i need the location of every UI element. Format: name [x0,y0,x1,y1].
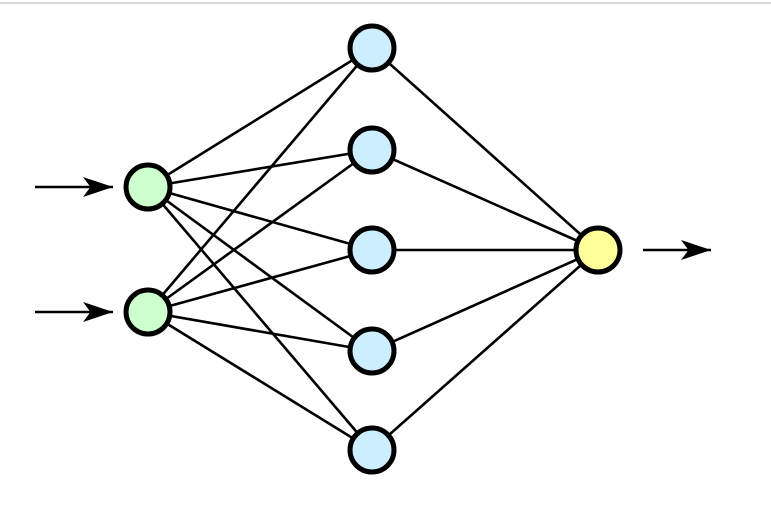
edge-input-layer-to-hidden-layer [147,47,373,313]
edge-input-layer-to-hidden-layer [147,248,373,314]
window-top-border [0,2,771,4]
edge-input-layer-to-hidden-layer [147,186,373,451]
edge-input-layer-to-hidden-layer [147,148,373,189]
input-node [123,287,173,337]
edge-hidden-layer-to-output-layer [371,248,599,353]
hidden-node [347,425,397,475]
edge-hidden-layer-to-output-layer [371,47,599,251]
hidden-node [347,23,397,73]
edge-input-layer-to-hidden-layer [147,185,373,353]
hidden-node [347,125,397,175]
edge-input-layer-to-hidden-layer [147,310,373,452]
edge-hidden-layer-to-output-layer [371,148,599,252]
output-node [573,225,623,275]
input-node [123,162,173,212]
edge-input-layer-to-hidden-layer [147,46,373,189]
edge-input-layer-to-hidden-layer [147,148,373,314]
edge-input-layer-to-hidden-layer [147,310,373,353]
hidden-node [347,326,397,376]
hidden-node [347,225,397,275]
edge-hidden-layer-to-output-layer [371,249,599,451]
edge-input-layer-to-hidden-layer [147,185,373,252]
